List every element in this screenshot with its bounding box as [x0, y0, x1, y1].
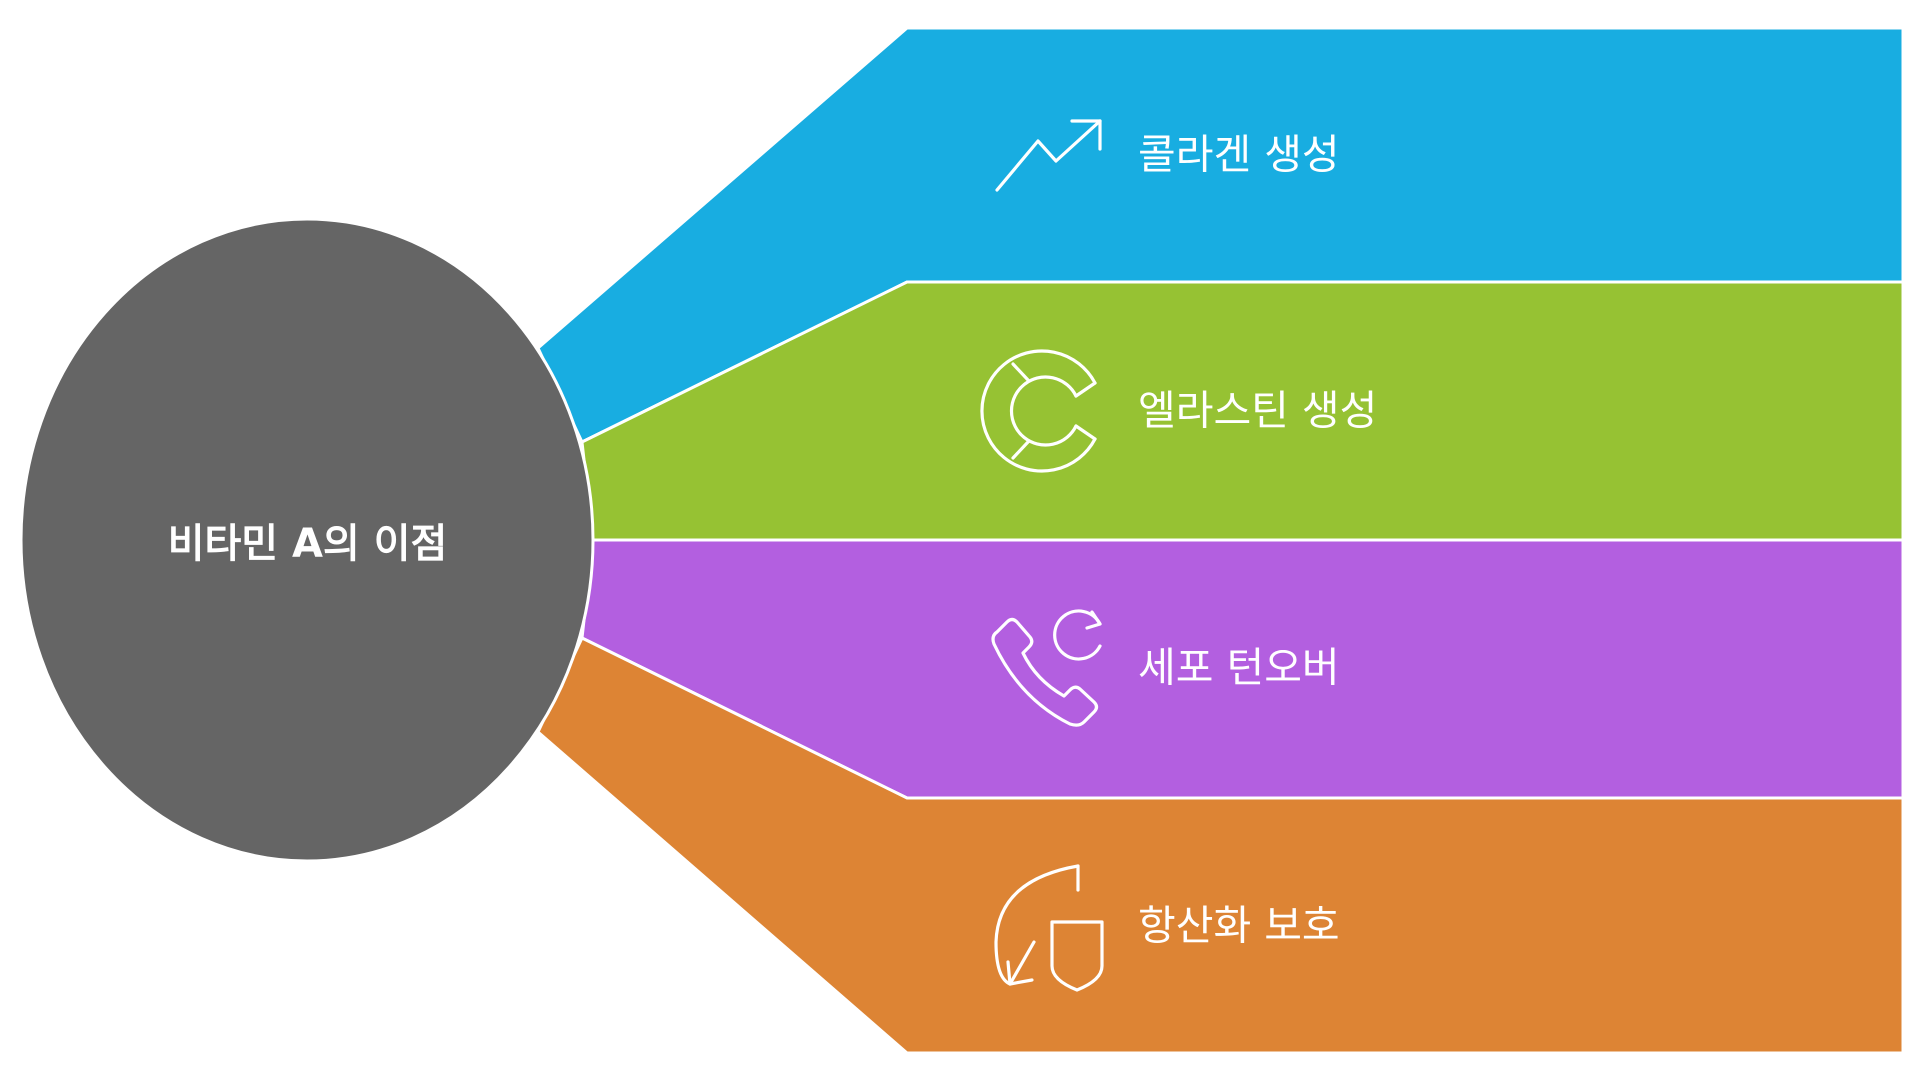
shield-arrow-icon [994, 864, 1104, 992]
center-hub-circle [19, 217, 595, 863]
branch-label-cell-turnover: 세포 턴오버 [1138, 643, 1340, 692]
branch-label-elastin: 엘라스틴 생성 [1138, 386, 1378, 435]
trending-up-icon [995, 119, 1102, 192]
center-hub-label: 비타민 A의 이점 [167, 521, 448, 567]
phone-refresh-icon [991, 609, 1102, 727]
segmented-c-icon [980, 349, 1097, 473]
branch-label-collagen: 콜라겐 생성 [1138, 130, 1340, 179]
branch-label-antioxidant: 항산화 보호 [1138, 901, 1340, 950]
